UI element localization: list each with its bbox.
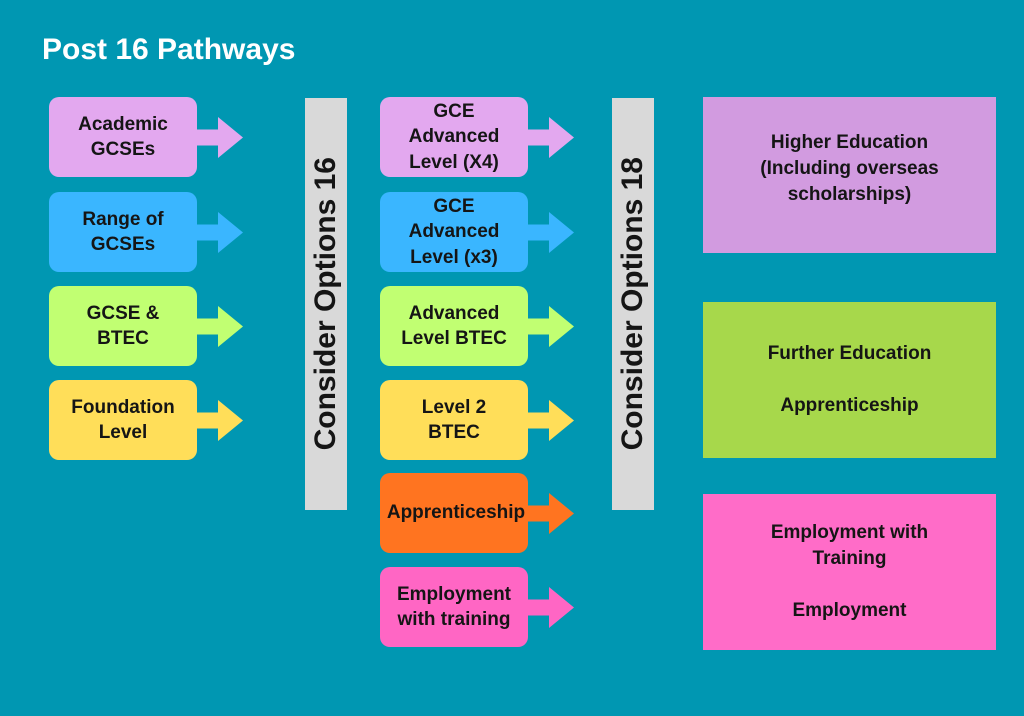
pathway-label: Apprenticeship [386,502,526,524]
arrow-right-icon [527,587,574,628]
pathway-range-of-gcses: Range of GCSEs [49,192,243,272]
outcome-further-education: Further Education Apprenticeship [703,302,996,458]
arrow-right-icon [196,400,243,441]
pathway-box: GCE Advanced Level (x3) [380,192,528,272]
pathway-label: GCSE & BTEC [86,302,160,350]
pathway-box: Foundation Level [49,380,197,460]
outcome-label: Further Education Apprenticeship [767,343,932,416]
decision-label-18: Consider Options 18 [616,157,649,451]
pathway-label: Level 2 BTEC [421,396,487,444]
decision-bar-16: Consider Options 16 [305,98,347,510]
decision-label-16: Consider Options 16 [309,157,342,451]
arrow-right-icon [527,400,574,441]
pathway-label: Academic GCSEs [78,113,168,161]
pathway-gce-a-level-x4: GCE Advanced Level (X4) [380,97,574,177]
outcome-employment: Employment with Training Employment [703,494,996,650]
pathway-level-2-btec: Level 2 BTEC [380,380,574,460]
pathway-box: Employment with training [380,567,528,647]
pathway-gce-a-level-x3: GCE Advanced Level (x3) [380,192,574,272]
pathway-box: Apprenticeship [380,473,528,553]
pathway-label: GCE Advanced Level (X4) [408,100,500,173]
pathway-box: GCE Advanced Level (X4) [380,97,528,177]
arrow-right-icon [527,493,574,534]
pathway-apprenticeship: Apprenticeship [380,473,574,553]
pathway-label: Foundation Level [71,396,175,444]
pathway-foundation-level: Foundation Level [49,380,243,460]
pathway-box: GCSE & BTEC [49,286,197,366]
pathway-box: Advanced Level BTEC [380,286,528,366]
pathway-label: GCE Advanced Level (x3) [408,195,500,268]
arrow-right-icon [527,117,574,158]
decision-bar-18: Consider Options 18 [612,98,654,510]
pathway-gcse-btec: GCSE & BTEC [49,286,243,366]
arrow-right-icon [196,212,243,253]
arrow-right-icon [196,306,243,347]
page-title: Post 16 Pathways [42,33,296,66]
pathway-advanced-level-btec: Advanced Level BTEC [380,286,574,366]
arrow-right-icon [527,306,574,347]
outcome-label: Higher Education (Including overseas sch… [760,132,939,205]
outcome-higher-education: Higher Education (Including overseas sch… [703,97,996,253]
pathway-label: Advanced Level BTEC [401,302,507,350]
arrow-right-icon [527,212,574,253]
pathway-label: Employment with training [396,583,512,631]
pathway-box: Level 2 BTEC [380,380,528,460]
pathway-box: Range of GCSEs [49,192,197,272]
pathway-box: Academic GCSEs [49,97,197,177]
pathway-employment-with-training: Employment with training [380,567,574,647]
outcome-label: Employment with Training Employment [770,522,929,621]
pathway-academic-gcses: Academic GCSEs [49,97,243,177]
pathway-label: Range of GCSEs [82,208,164,256]
arrow-right-icon [196,117,243,158]
